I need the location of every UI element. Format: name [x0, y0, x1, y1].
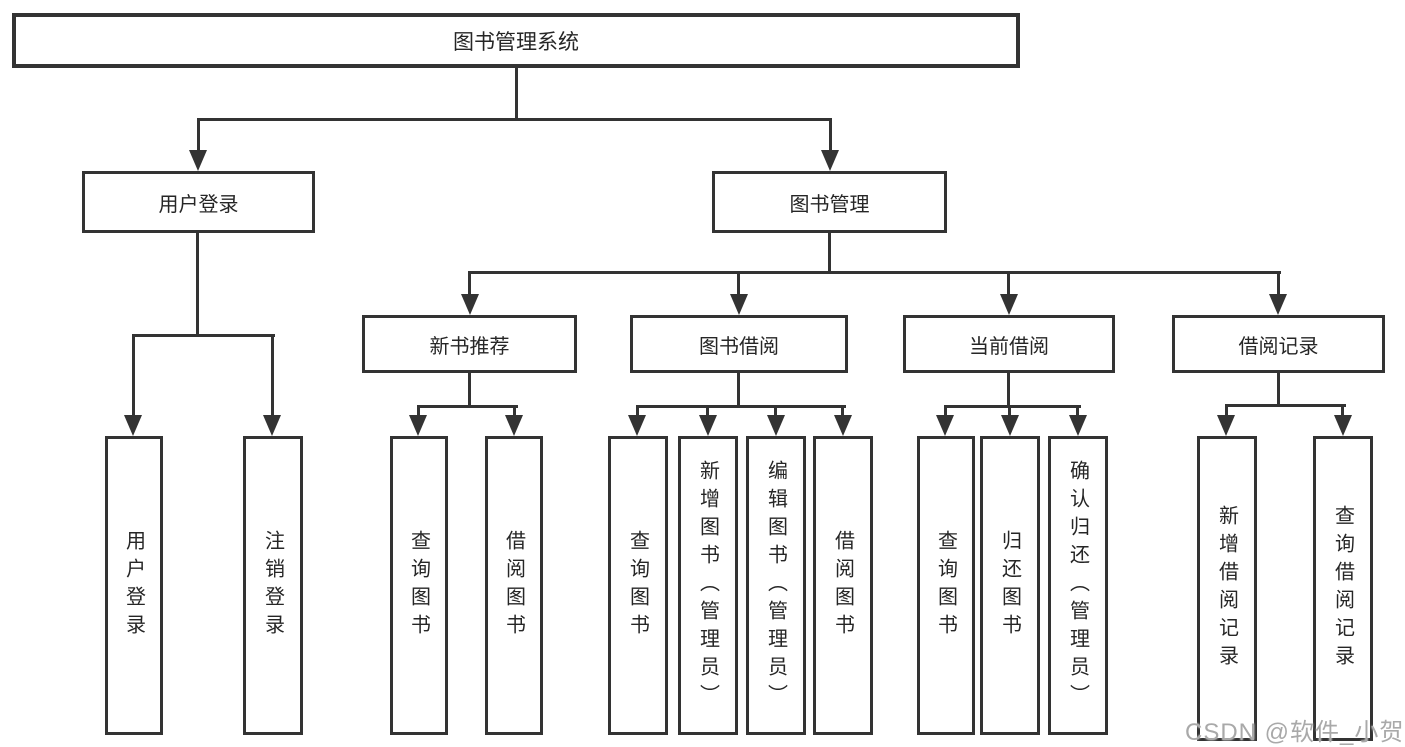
connector-line — [417, 405, 518, 408]
arrow-down-icon — [461, 294, 479, 315]
connector-line — [1277, 271, 1280, 297]
connector-line — [468, 271, 1281, 274]
arrow-down-icon — [730, 294, 748, 315]
arrow-down-icon — [1217, 415, 1235, 436]
connector-line — [1076, 405, 1079, 417]
leaf-label: 注销登录 — [261, 529, 284, 642]
leaf-label: 查询图书 — [626, 529, 649, 642]
node-label: 当前借阅 — [969, 335, 1049, 358]
node-label: 借阅记录 — [1238, 335, 1319, 358]
connector-line — [944, 405, 947, 417]
connector-line — [1008, 405, 1011, 417]
connector-line — [1225, 404, 1228, 417]
connector-line — [417, 405, 420, 417]
connector-line — [271, 334, 274, 418]
watermark: CSDN @软件_小贺同学 — [1185, 719, 1405, 746]
node-book-management: 图书管理 — [712, 171, 947, 233]
leaf-label: 新增借阅记录 — [1215, 504, 1238, 673]
leaf-user-login: 用户登录 — [105, 436, 163, 735]
node-label: 图书借阅 — [699, 335, 779, 358]
leaf-edit-books-admin: 编辑图书（管理员） — [746, 436, 806, 735]
connector-line — [468, 373, 471, 408]
arrow-down-icon — [1269, 294, 1287, 315]
node-label: 用户登录 — [158, 193, 239, 216]
leaf-label: 借阅图书 — [831, 529, 854, 642]
leaf-label: 查询图书 — [407, 529, 430, 642]
connector-line — [515, 68, 518, 118]
arrow-down-icon — [124, 415, 142, 436]
connector-line — [468, 271, 471, 297]
node-user-login: 用户登录 — [82, 171, 315, 233]
connector-line — [1277, 373, 1280, 407]
node-label: 新书推荐 — [429, 335, 510, 358]
connector-line — [829, 118, 832, 154]
connector-line — [636, 405, 846, 408]
arrow-down-icon — [409, 415, 427, 436]
node-current-borrow: 当前借阅 — [903, 315, 1115, 373]
connector-line — [197, 118, 832, 121]
leaf-label: 归还图书 — [998, 529, 1021, 642]
arrow-down-icon — [1001, 415, 1019, 436]
arrow-down-icon — [189, 150, 207, 171]
connector-line — [841, 405, 844, 417]
leaf-label: 查询借阅记录 — [1331, 504, 1354, 673]
connector-line — [1341, 404, 1344, 417]
connector-line — [737, 373, 740, 408]
connector-line — [636, 405, 639, 417]
arrow-down-icon — [821, 150, 839, 171]
arrow-down-icon — [699, 415, 717, 436]
leaf-label: 用户登录 — [122, 529, 145, 642]
leaf-return-books: 归还图书 — [980, 436, 1040, 735]
connector-line — [1225, 404, 1346, 407]
connector-line — [1007, 271, 1010, 297]
node-root: 图书管理系统 — [12, 13, 1020, 68]
leaf-label: 查询图书 — [934, 529, 957, 642]
node-label: 图书管理 — [789, 193, 870, 216]
node-book-borrow: 图书借阅 — [630, 315, 848, 373]
connector-line — [774, 405, 777, 417]
node-new-book-recommend: 新书推荐 — [362, 315, 577, 373]
leaf-query-borrow-record: 查询借阅记录 — [1313, 436, 1373, 741]
arrow-down-icon — [936, 415, 954, 436]
connector-line — [513, 405, 516, 417]
leaf-query-books: 查询图书 — [608, 436, 668, 735]
connector-line — [737, 271, 740, 297]
arrow-down-icon — [628, 415, 646, 436]
leaf-borrow-books: 借阅图书 — [813, 436, 873, 735]
connector-line — [197, 118, 200, 154]
connector-line — [944, 405, 1081, 408]
arrow-down-icon — [505, 415, 523, 436]
leaf-borrow-books: 借阅图书 — [485, 436, 543, 735]
connector-line — [132, 334, 135, 418]
leaf-label: 新增图书（管理员） — [696, 459, 719, 712]
arrow-down-icon — [1000, 294, 1018, 315]
arrow-down-icon — [1334, 415, 1352, 436]
arrow-down-icon — [834, 415, 852, 436]
arrow-down-icon — [1069, 415, 1087, 436]
connector-line — [1007, 373, 1010, 408]
leaf-query-books: 查询图书 — [390, 436, 448, 735]
connector-line — [828, 233, 831, 274]
connector-line — [132, 334, 275, 337]
leaf-logout: 注销登录 — [243, 436, 303, 735]
connector-line — [196, 233, 199, 337]
arrow-down-icon — [767, 415, 785, 436]
leaf-add-borrow-record: 新增借阅记录 — [1197, 436, 1257, 741]
leaf-label: 借阅图书 — [502, 529, 525, 642]
leaf-query-books: 查询图书 — [917, 436, 975, 735]
node-borrow-record: 借阅记录 — [1172, 315, 1385, 373]
leaf-confirm-return-admin: 确认归还（管理员） — [1048, 436, 1108, 735]
leaf-label: 确认归还（管理员） — [1066, 459, 1089, 712]
node-label: 图书管理系统 — [453, 30, 579, 54]
arrow-down-icon — [263, 415, 281, 436]
leaf-add-books-admin: 新增图书（管理员） — [678, 436, 738, 735]
connector-line — [706, 405, 709, 417]
leaf-label: 编辑图书（管理员） — [764, 459, 787, 712]
